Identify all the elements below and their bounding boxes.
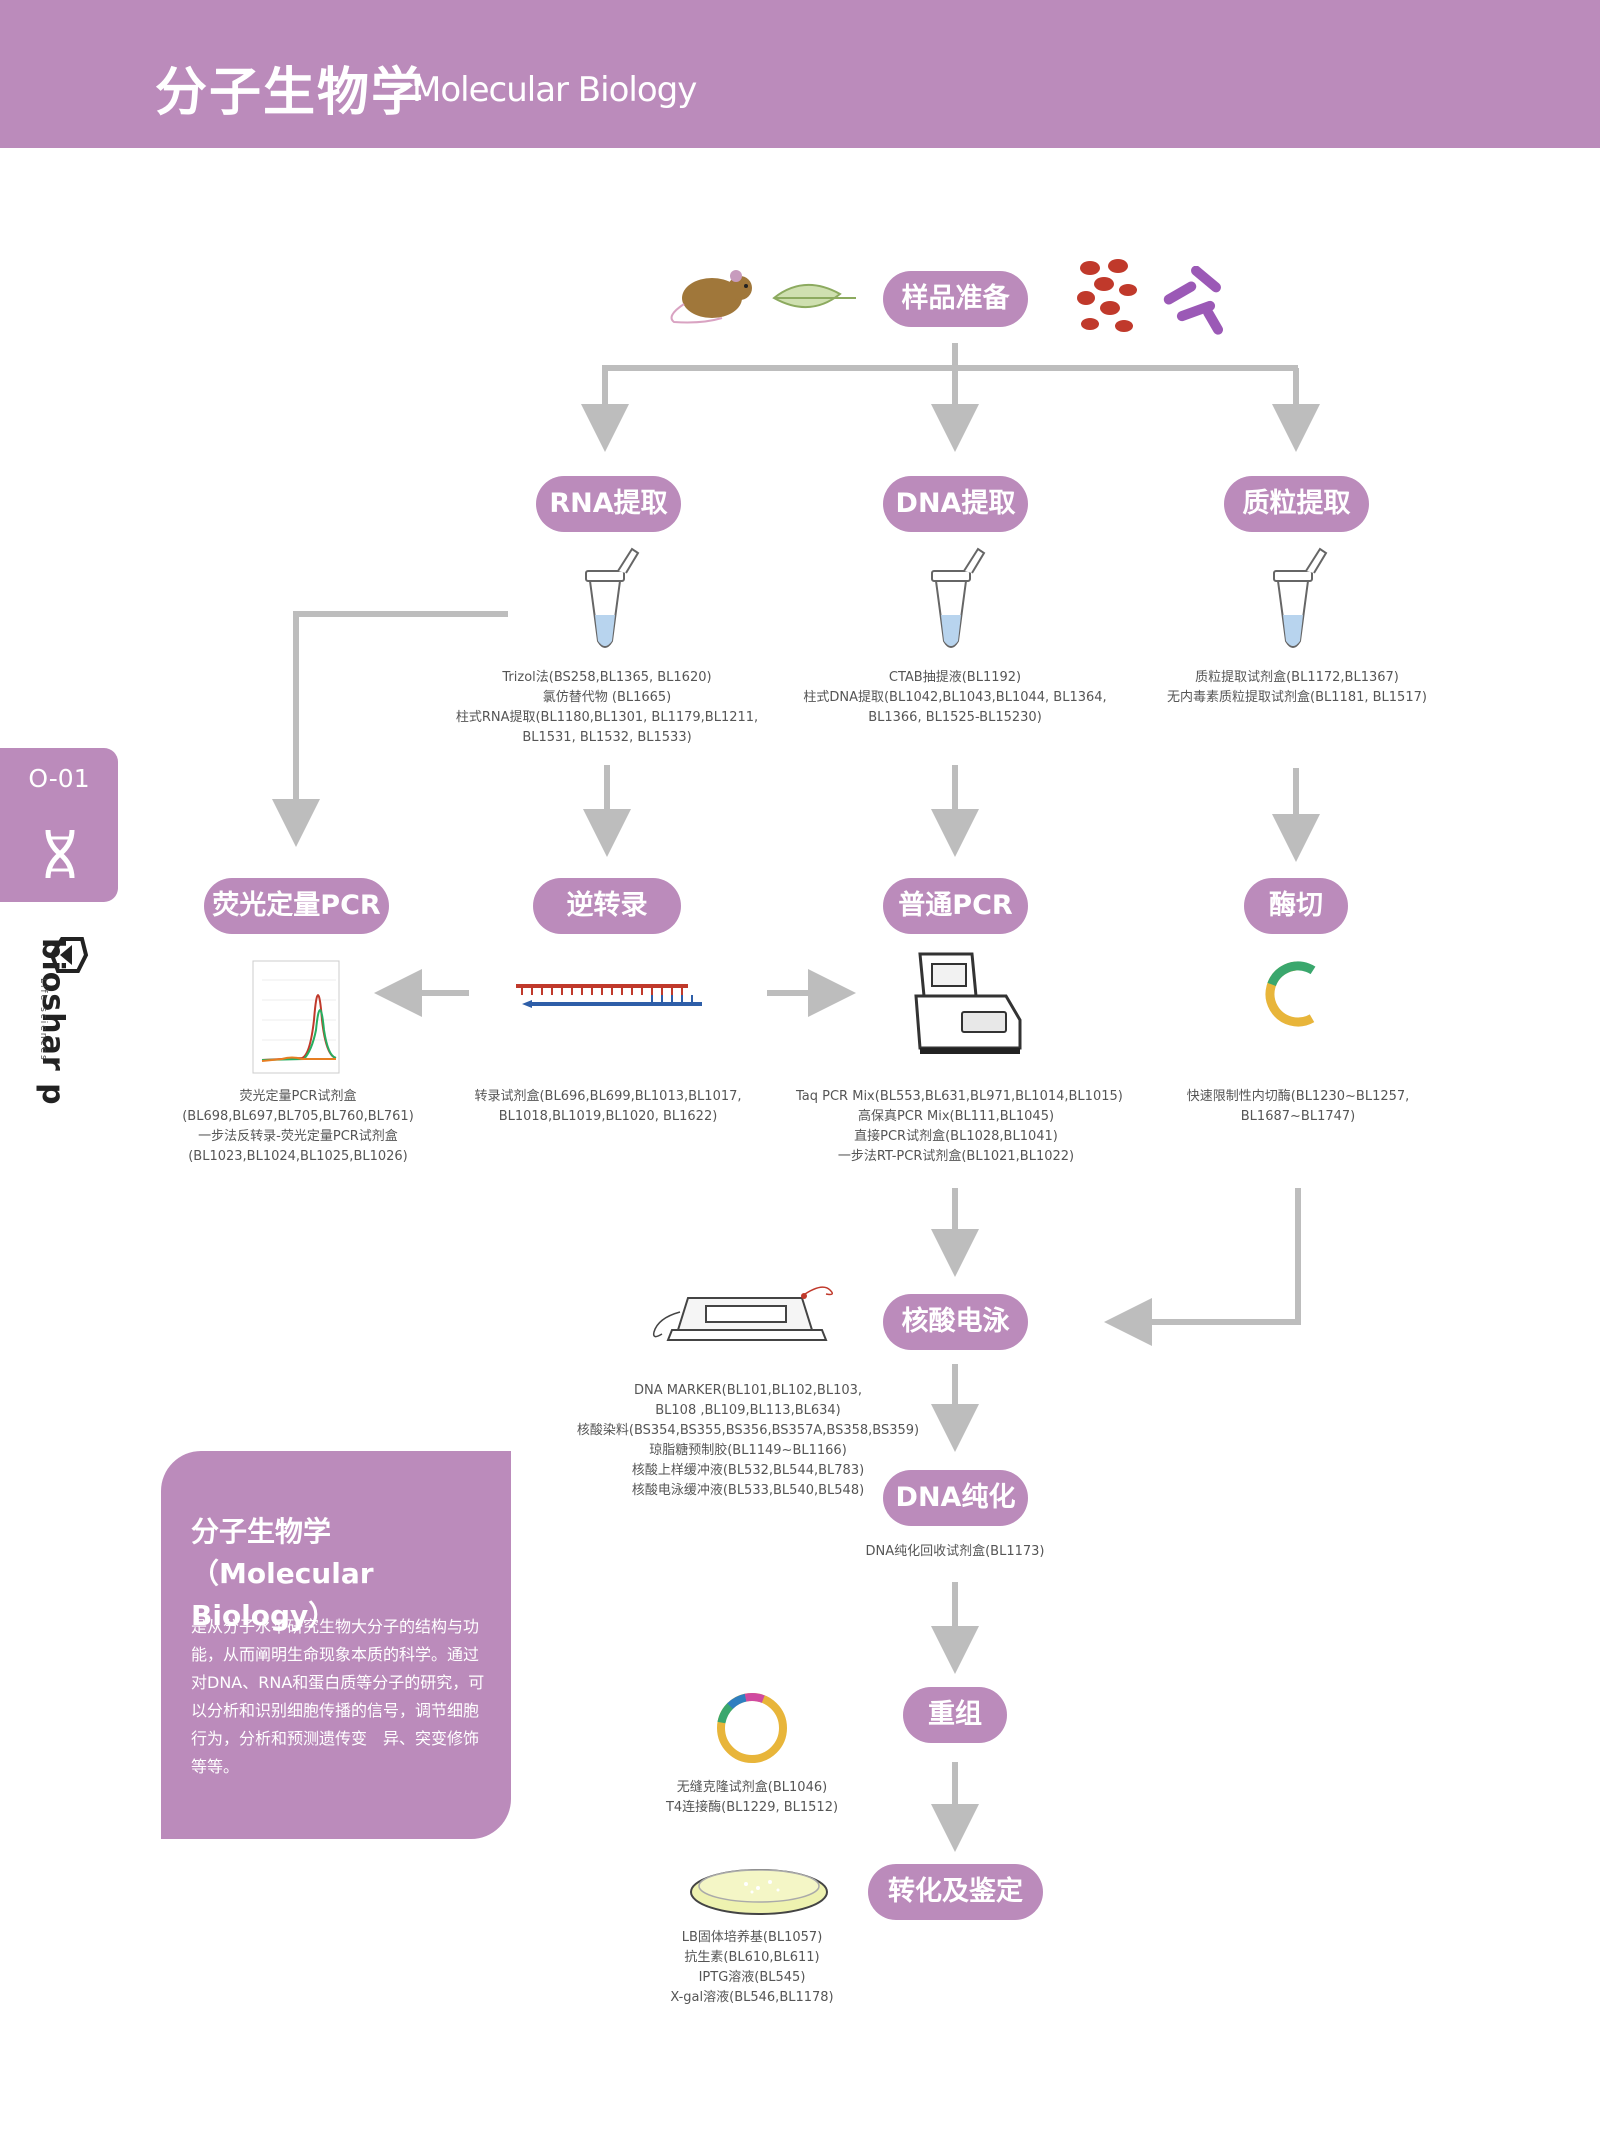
dna-tube-icon [931, 547, 986, 648]
info-body: 是从分子水平研究生物大分子的结构与功能，从而阐明生命现象本质的科学。通过对DNA… [191, 1617, 485, 1776]
cloning-ring-icon [717, 1693, 787, 1763]
plasmid-products: 质粒提取试剂盒(BL1172,BL1367) 无内毒素质粒提取试剂盒(BL118… [1167, 670, 1427, 705]
recombination-products: 无缝克隆试剂盒(BL1046) T4连接酶(BL1229, BL1512) [665, 1780, 839, 1815]
node-electrophoresis: 核酸电泳 [883, 1294, 1028, 1350]
node-transformation: 转化及鉴定 [868, 1864, 1043, 1920]
header-banner: 分子生物学 Molecular Biology [0, 0, 1600, 148]
bacteria-icon [1163, 266, 1223, 335]
node-digestion: 酶切 [1244, 878, 1348, 934]
page-code: O-01 [28, 764, 90, 793]
purification-products: DNA纯化回收试剂盒(BL1173) [865, 1544, 1045, 1559]
node-recombination: 重组 [903, 1687, 1007, 1743]
rt-products: 转录试剂盒(BL696,BL699,BL1013,BL1017, BL1018,… [474, 1089, 742, 1124]
qpcr-curve-icon [252, 960, 340, 1074]
node-qpcr: 荧光定量PCR [204, 878, 389, 934]
node-dna-extraction: DNA提取 [883, 476, 1028, 532]
dna-icon [45, 829, 75, 879]
electrophoresis-products: DNA MARKER(BL101,BL102,BL103, BL108 ,BL1… [576, 1383, 920, 1498]
leaf-icon [772, 283, 856, 309]
gel-tank-icon [652, 1286, 833, 1341]
node-pcr: 普通PCR [883, 878, 1028, 934]
node-rna-extraction: RNA提取 [536, 476, 681, 532]
pcr-products: Taq PCR Mix(BL553,BL631,BL971,BL1014,BL1… [796, 1089, 1123, 1164]
header-title-en: Molecular Biology [412, 70, 697, 110]
node-dna-purification: DNA纯化 [883, 1470, 1028, 1526]
rna-tube-icon [585, 547, 640, 648]
transformation-products: LB固体培养基(BL1057) 抗生素(BL610,BL611) IPTG溶液(… [670, 1930, 834, 2005]
header-title-cn: 分子生物学 [155, 63, 426, 123]
rna-products: Trizol法(BS258,BL1365, BL1620) 氯仿替代物 (BL1… [455, 670, 759, 745]
petri-dish-icon [690, 1869, 828, 1915]
node-reverse-transcription: 逆转录 [533, 878, 681, 934]
dna-products: CTAB抽提液(BL1192) 柱式DNA提取(BL1042,BL1043,BL… [803, 670, 1107, 725]
info-box: 分子生物学 （Molecular Biology） 是从分子水平研究生物大分子的… [161, 1451, 511, 1839]
rna-dna-strand-icon [516, 984, 702, 1008]
brand-logo-icon [49, 937, 89, 973]
node-plasmid-extraction: 质粒提取 [1224, 476, 1369, 532]
plasmid-tube-icon [1273, 547, 1328, 648]
info-title: 分子生物学 （Molecular Biology） [191, 1515, 374, 1632]
mouse-icon [670, 270, 752, 324]
blood-cells-icon [1077, 259, 1137, 332]
side-tab: O-01 [0, 748, 118, 902]
pcr-machine-icon [914, 952, 1022, 1054]
plasmid-ring-icon [1265, 961, 1331, 1027]
node-sample-prep: 样品准备 [883, 271, 1028, 327]
digestion-products: 快速限制性内切酶(BL1230~BL1257, BL1687~BL1747) [1186, 1089, 1410, 1124]
qpcr-products: 荧光定量PCR试剂盒 (BL698,BL697,BL705,BL760,BL76… [182, 1089, 414, 1164]
